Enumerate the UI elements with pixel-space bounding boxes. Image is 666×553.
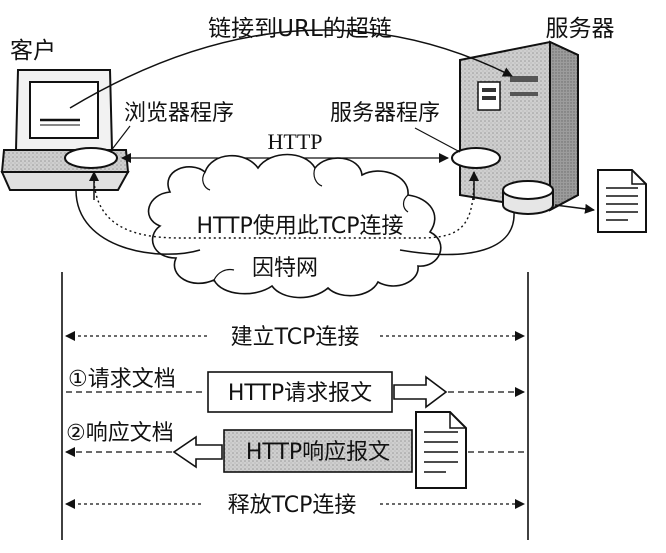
internet-label: 因特网: [252, 256, 318, 281]
browser-pointer: [109, 125, 131, 153]
response-message-label: HTTP响应报文: [246, 440, 390, 465]
document-icon: [597, 169, 647, 233]
cloud-icon: [147, 153, 442, 299]
http-label: HTTP: [268, 129, 323, 154]
computer-icon: [0, 69, 130, 191]
arrow-right-icon: [393, 375, 448, 409]
database-disk-icon: [502, 180, 554, 215]
server-process-node: [451, 147, 501, 169]
server-program-label: 服务器程序: [330, 101, 440, 126]
hyperlink-label: 链接到URL的超链: [208, 16, 392, 42]
arrow-left-icon: [172, 435, 223, 469]
request-doc-label: ①请求文档: [68, 367, 176, 392]
request-message-label: HTTP请求报文: [228, 381, 372, 406]
tcp-dotted-path: [93, 175, 475, 239]
server-tower-icon: [459, 40, 579, 212]
server-pointer: [414, 127, 461, 153]
browser-process-node: [64, 147, 118, 169]
response-message-box: [223, 429, 413, 473]
tcp-connection-label: HTTP使用此TCP连接: [196, 214, 403, 239]
response-doc-label: ②响应文档: [66, 421, 174, 446]
hyperlink-arrow: [69, 29, 513, 109]
release-tcp-label: 释放TCP连接: [228, 493, 357, 518]
tcp-curve-left: [75, 189, 201, 255]
request-message-box: [207, 371, 393, 413]
browser-label: 浏览器程序: [124, 101, 234, 126]
establish-tcp-label: 建立TCP连接: [231, 325, 360, 350]
tcp-curve-right: [399, 211, 515, 256]
response-document-icon: [415, 411, 467, 489]
client-label: 客户: [10, 38, 56, 64]
server-label: 服务器: [546, 16, 615, 42]
